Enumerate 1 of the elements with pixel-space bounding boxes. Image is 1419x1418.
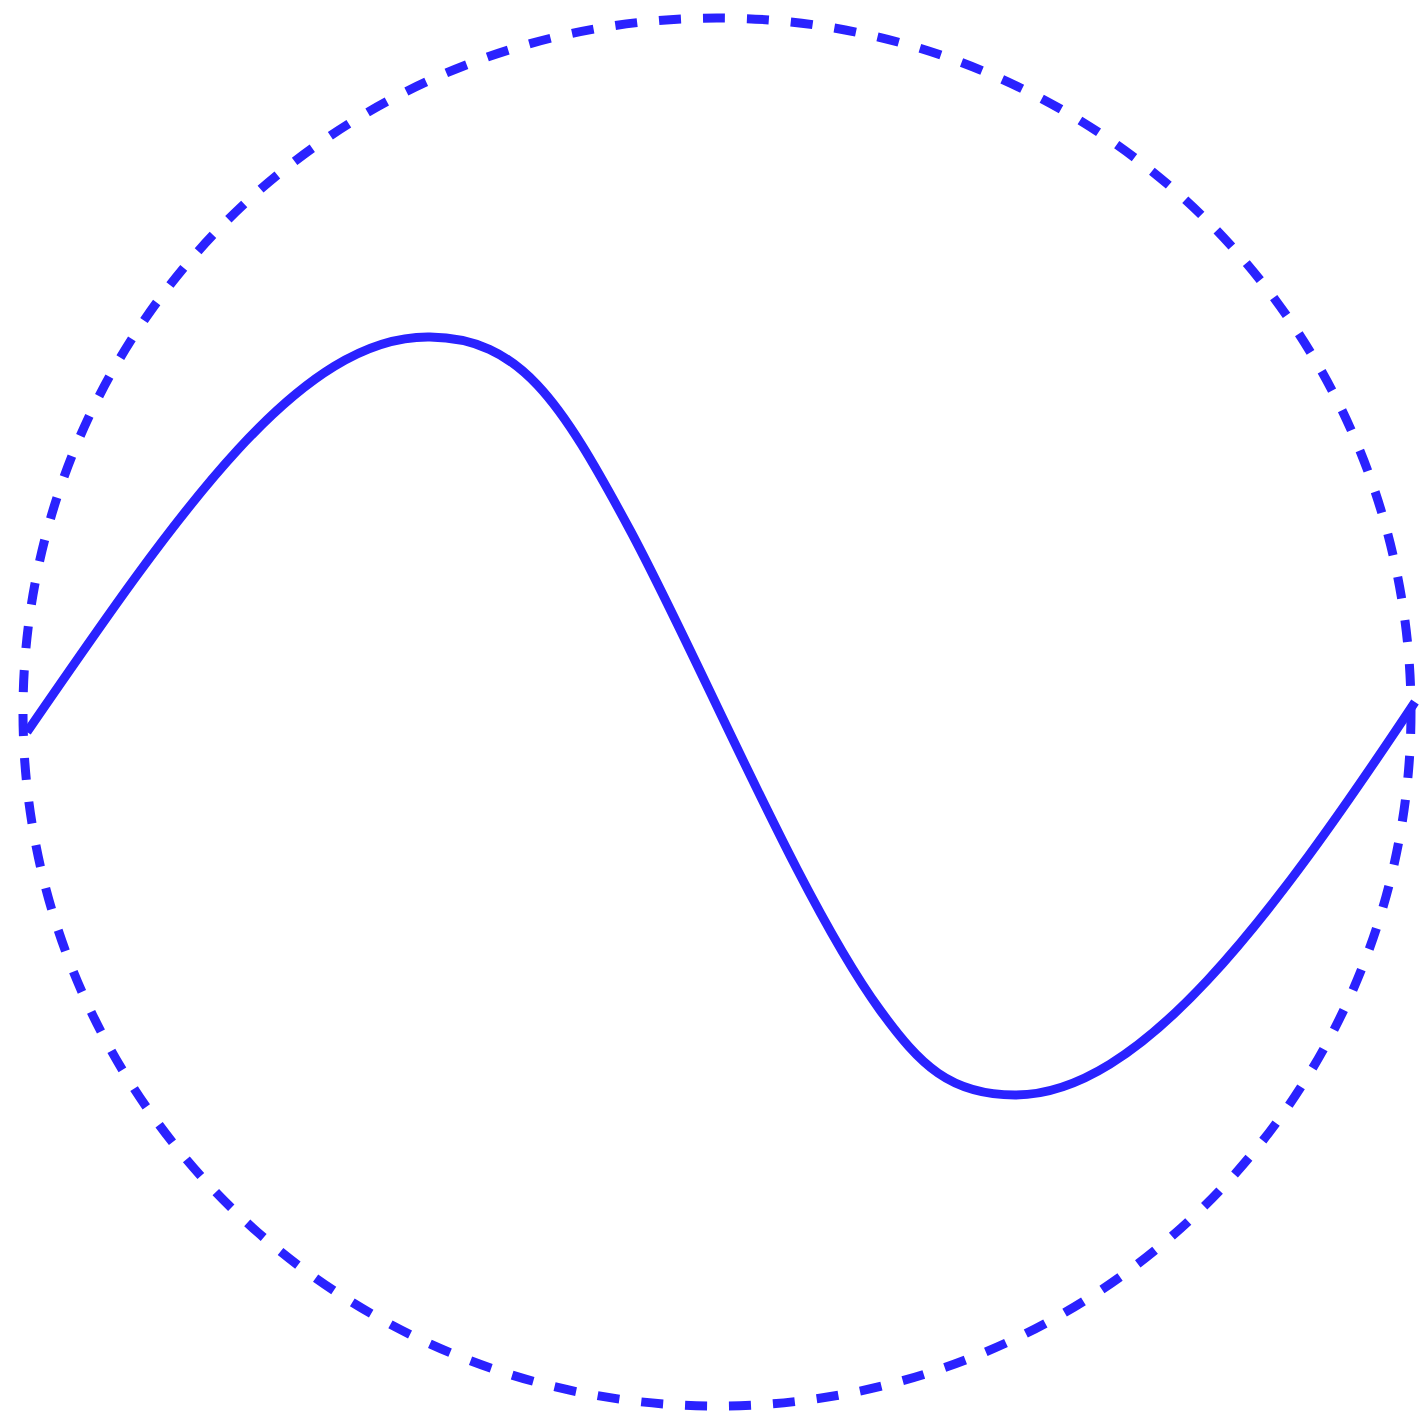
dashed-circle	[18, 13, 1416, 1411]
